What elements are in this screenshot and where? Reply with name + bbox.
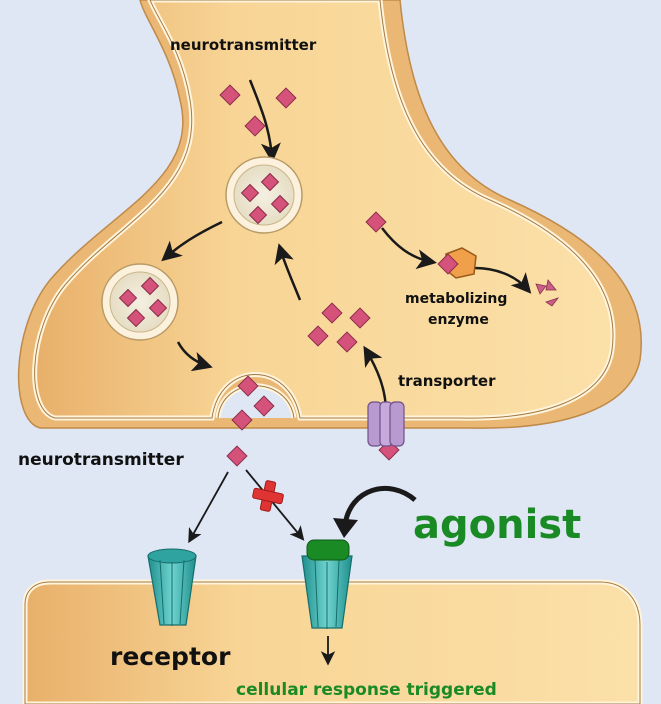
transporter-icon bbox=[367, 401, 405, 447]
arrow-to-fragments bbox=[474, 266, 532, 294]
label-enzyme: enzyme bbox=[428, 312, 489, 328]
receptor-icon bbox=[147, 548, 197, 626]
arrow-to-vesicle bbox=[248, 79, 281, 163]
arrow-to-enzyme bbox=[381, 227, 437, 270]
agonist-arrow bbox=[342, 485, 417, 526]
label-receptor: receptor bbox=[110, 642, 231, 671]
arrow-to-receptor bbox=[188, 471, 229, 544]
agonist-arrowhead bbox=[333, 518, 358, 538]
label-neurotransmitter-cleft: neurotransmitter bbox=[18, 450, 184, 470]
metabolized-fragments bbox=[535, 279, 560, 307]
vesicle bbox=[225, 156, 303, 234]
neurotransmitter-molecules bbox=[118, 84, 400, 467]
metabolizing-enzyme-icon bbox=[437, 247, 477, 279]
cleft-arrows bbox=[188, 469, 336, 666]
arrow-vesicle-to-vesicle bbox=[161, 220, 223, 262]
label-neurotransmitter-top: neurotransmitter bbox=[170, 36, 317, 54]
label-metabolizing: metabolizing bbox=[405, 291, 507, 307]
vesicle bbox=[101, 263, 179, 341]
agonist-bound-receptor-icon bbox=[301, 539, 353, 629]
agonist-molecule bbox=[306, 539, 350, 561]
label-transporter: transporter bbox=[398, 372, 496, 390]
arrow-recycle bbox=[274, 243, 302, 301]
label-cellular-response: cellular response triggered bbox=[236, 680, 497, 700]
arrow-to-agonist-receptor bbox=[245, 469, 305, 541]
presynaptic-neuron bbox=[17, 0, 642, 429]
arrow-to-release bbox=[176, 341, 213, 372]
blocked-cross-icon bbox=[252, 480, 284, 512]
label-agonist: agonist bbox=[413, 502, 581, 548]
